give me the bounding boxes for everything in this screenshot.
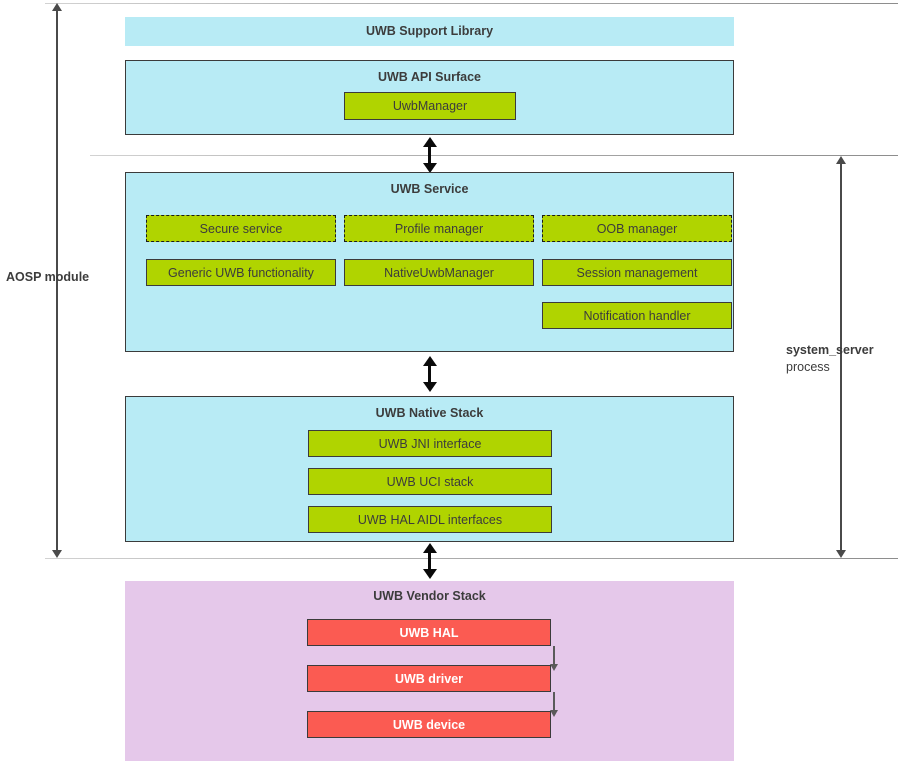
arrow-up-icon [52,3,62,11]
block-session-management[interactable]: Session management [542,259,732,286]
arrow-down-icon [836,550,846,558]
arrow-down-icon [422,569,437,579]
block-secure-service[interactable]: Secure service [146,215,336,242]
block-oob-manager[interactable]: OOB manager [542,215,732,242]
layer-uwb-support-library: UWB Support Library [125,17,734,46]
layer-uwb-native-stack: UWB Native Stack UWB JNI interface UWB U… [125,396,734,542]
system-server-label: system_server process [786,342,898,376]
arrow-up-icon [422,356,437,366]
block-uwb-device[interactable]: UWB device [307,711,551,738]
layer-title: UWB API Surface [377,70,482,84]
arrow-down-icon [550,664,558,671]
arrow-service-to-native [422,356,437,392]
block-uwb-driver[interactable]: UWB driver [307,665,551,692]
layer-uwb-service: UWB Service Secure service Profile manag… [125,172,734,352]
arrow-down-icon [422,163,437,173]
aosp-module-bracket-line [52,3,62,558]
block-uwb-uci-stack[interactable]: UWB UCI stack [308,468,552,495]
arrow-api-to-service [422,137,437,173]
block-uwb-manager[interactable]: UwbManager [344,92,516,120]
block-generic-uwb-functionality[interactable]: Generic UWB functionality [146,259,336,286]
arrow-native-to-vendor [422,543,437,579]
arrow-down-icon [422,382,437,392]
layer-uwb-vendor-stack: UWB Vendor Stack UWB HAL UWB driver UWB … [125,581,734,761]
separator-top [45,3,898,4]
block-uwb-jni-interface[interactable]: UWB JNI interface [308,430,552,457]
block-profile-manager[interactable]: Profile manager [344,215,534,242]
separator-bottom [45,558,898,559]
block-notification-handler[interactable]: Notification handler [542,302,732,329]
block-uwb-hal[interactable]: UWB HAL [307,619,551,646]
aosp-module-label-text: AOSP module [6,270,90,284]
arrow-hal-to-driver [550,646,558,671]
layer-title: UWB Vendor Stack [373,589,486,603]
aosp-module-label: AOSP module [6,269,106,286]
arrow-down-icon [52,550,62,558]
arrow-down-icon [550,710,558,717]
arrow-driver-to-device [550,692,558,717]
system-server-label-regular: process [786,359,830,374]
layer-title: UWB Service [390,182,469,196]
system-server-bracket-line [836,156,846,558]
separator-middle [90,155,898,156]
block-uwb-hal-aidl-interfaces[interactable]: UWB HAL AIDL interfaces [308,506,552,533]
arrow-up-icon [422,543,437,553]
system-server-label-strong: system_server [786,343,874,357]
layer-title: UWB Support Library [365,24,494,38]
arrow-up-icon [836,156,846,164]
block-native-uwb-manager[interactable]: NativeUwbManager [344,259,534,286]
arrow-up-icon [422,137,437,147]
layer-title: UWB Native Stack [375,406,484,420]
layer-uwb-api-surface: UWB API Surface UwbManager [125,60,734,135]
